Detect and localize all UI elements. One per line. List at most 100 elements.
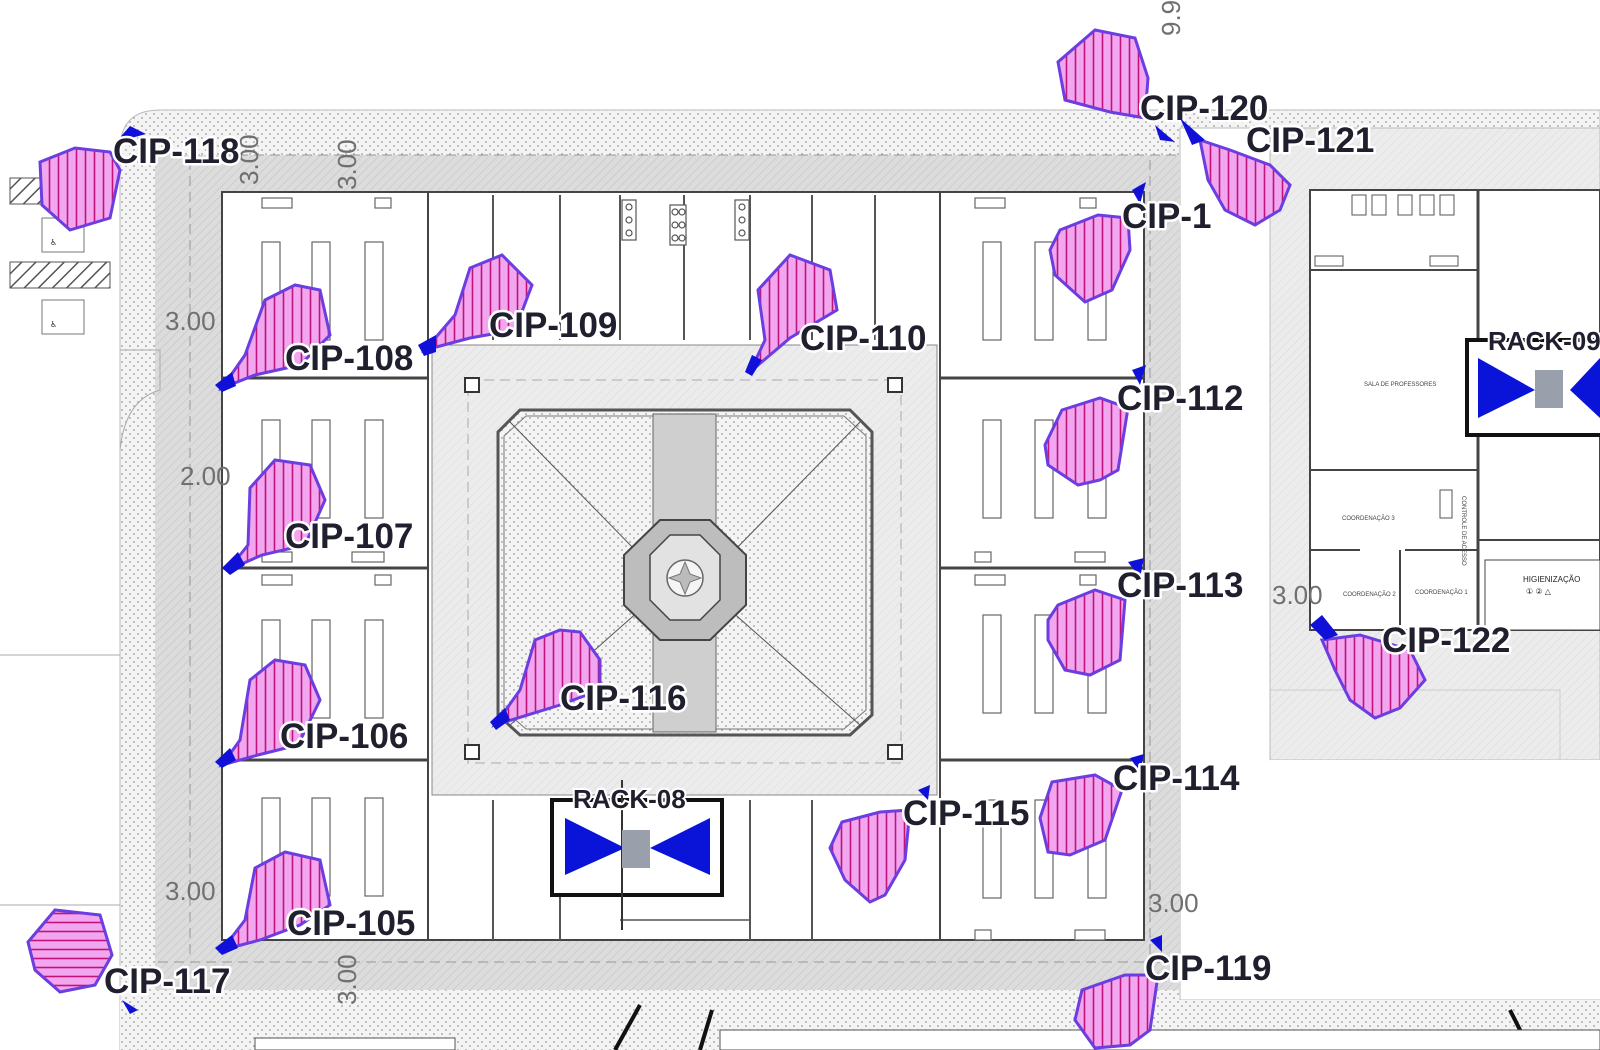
camera-icon (1180, 118, 1205, 145)
camera-CIP-119[interactable]: CIP-119 (1073, 935, 1274, 1050)
room-label-controle-acesso: CONTROLE DE ACESSO (1460, 496, 1466, 566)
camera-CIP-111[interactable]: CIP-1 (1048, 182, 1214, 304)
rack-icon (565, 818, 625, 875)
camera-icon (490, 708, 510, 730)
camera-CIP-108[interactable]: CIP-108 (215, 283, 416, 392)
camera-label: CIP-107 (285, 517, 413, 556)
coverage-area (1046, 588, 1127, 677)
dimension-left-3: 3.00 (165, 876, 216, 906)
dimension-top-right: 9.9 (1156, 0, 1186, 36)
room-label-coordenacao-1: COORDENAÇÃO 1 (1415, 589, 1468, 596)
camera-label: CIP-113 (1117, 566, 1243, 605)
camera-CIP-114[interactable]: CIP-114 (1038, 754, 1242, 857)
camera-label: CIP-105 (287, 904, 415, 943)
camera-icon (116, 126, 146, 142)
camera-label: CIP-122 (1382, 621, 1510, 660)
camera-icon (1130, 754, 1144, 772)
camera-label: CIP-119 (1145, 949, 1271, 988)
room-label-coordenacao-3: COORDENAÇÃO 3 (1342, 515, 1395, 522)
camera-CIP-107[interactable]: CIP-107 (222, 458, 416, 575)
rack-label: RACK-08 (573, 784, 686, 814)
building-structure: ♿ ♿ (0, 109, 1600, 1050)
rack-RACK-08[interactable]: RACK-08 (550, 780, 724, 930)
camera-CIP-118[interactable]: CIP-118 (38, 126, 242, 232)
camera-icon (1132, 182, 1146, 204)
camera-icon (222, 552, 245, 575)
camera-label: CIP-1 (1122, 197, 1211, 236)
camera-icon (215, 748, 236, 768)
room-label-sala-professores: SALA DE PROFESSORES (1364, 382, 1436, 388)
camera-CIP-106[interactable]: CIP-106 (215, 658, 411, 768)
camera-label: CIP-115 (903, 794, 1029, 833)
camera-label: CIP-117 (104, 962, 230, 1001)
coverage-area (1056, 28, 1150, 120)
camera-icon (418, 335, 436, 356)
rack-icon (1535, 370, 1563, 408)
coverage-area (1038, 773, 1124, 857)
camera-icon (215, 935, 238, 955)
camera-CIP-122[interactable]: CIP-122 (1310, 615, 1513, 720)
coverage-area (748, 253, 839, 374)
camera-icon (918, 785, 930, 800)
coverage-area (420, 253, 534, 353)
coverage-area (217, 283, 332, 392)
coverage-area (1319, 633, 1427, 720)
coverage-area (1048, 213, 1132, 304)
camera-label: CIP-112 (1117, 379, 1243, 418)
camera-label: CIP-118 (113, 132, 239, 171)
camera-icon (1128, 558, 1144, 578)
camera-label: CIP-121 (1246, 121, 1374, 160)
coverage-area (828, 808, 912, 904)
camera-label: CIP-106 (280, 717, 408, 756)
room-label-higienizacao: HIGIENIZAÇÃO (1523, 575, 1580, 584)
coverage-area (218, 850, 332, 953)
camera-icon (1150, 935, 1162, 952)
rack-icon (622, 830, 650, 868)
camera-CIP-112[interactable]: CIP-112 (1043, 365, 1246, 487)
dimension-left-1: 3.00 (165, 306, 216, 336)
camera-icon (1310, 615, 1338, 640)
camera-label: CIP-114 (1113, 759, 1240, 798)
camera-CIP-105[interactable]: CIP-105 (215, 850, 418, 955)
coverage-area (1198, 137, 1292, 227)
dimension-right-low: 3.00 (1148, 888, 1199, 918)
camera-CIP-115[interactable]: CIP-115 (828, 785, 1032, 904)
camera-CIP-116[interactable]: CIP-116 (490, 628, 689, 730)
camera-label: CIP-108 (285, 339, 413, 378)
coverage-area (218, 658, 322, 768)
room-labels: SALA DE PROFESSORES COORDENAÇÃO 3 COORDE… (1342, 382, 1580, 598)
coverage-area (1073, 973, 1160, 1050)
room-label-coordenacao-2: COORDENAÇÃO 2 (1343, 591, 1396, 598)
dimension-top-2: 3.00 (332, 139, 362, 190)
camera-icon (215, 372, 236, 392)
room-label-higienizacao-icons: ① ② △ (1526, 587, 1552, 596)
dimension-left-2: 2.00 (180, 461, 231, 491)
coverage-area (491, 628, 602, 728)
camera-label: CIP-120 (1140, 89, 1268, 128)
dimension-labels: 3.00 3.00 3.00 2.00 3.00 3.00 3.00 3.00 … (165, 0, 1323, 1005)
camera-CIP-109[interactable]: CIP-109 (418, 253, 620, 356)
camera-label: CIP-109 (489, 306, 617, 345)
camera-CIP-117[interactable]: CIP-117 (26, 908, 233, 1014)
svg-text:♿: ♿ (50, 320, 57, 329)
coverage-area (226, 458, 327, 572)
camera-CIP-113[interactable]: CIP-113 (1046, 558, 1246, 677)
camera-icon (1155, 125, 1175, 142)
dimension-top-1: 3.00 (234, 134, 264, 185)
rack-RACK-09[interactable]: RACK-09 (1465, 324, 1600, 437)
dimension-bottom: 3.00 (332, 954, 362, 1005)
camera-label: CIP-116 (560, 679, 686, 718)
rack-label: RACK-09 (1488, 326, 1600, 356)
camera-label: CIP-110 (800, 319, 926, 358)
coverage-area (26, 908, 114, 994)
camera-CIP-120[interactable]: CIP-120 (1056, 28, 1271, 142)
camera-icon (122, 1000, 138, 1014)
rack-icon (1478, 358, 1535, 418)
camera-CIP-110[interactable]: CIP-110 (745, 253, 929, 376)
coverage-area (1043, 396, 1130, 487)
camera-icon (745, 355, 762, 376)
camera-CIP-121[interactable]: CIP-121 (1180, 118, 1377, 227)
coverage-area (38, 146, 122, 232)
svg-text:♿: ♿ (50, 238, 57, 247)
